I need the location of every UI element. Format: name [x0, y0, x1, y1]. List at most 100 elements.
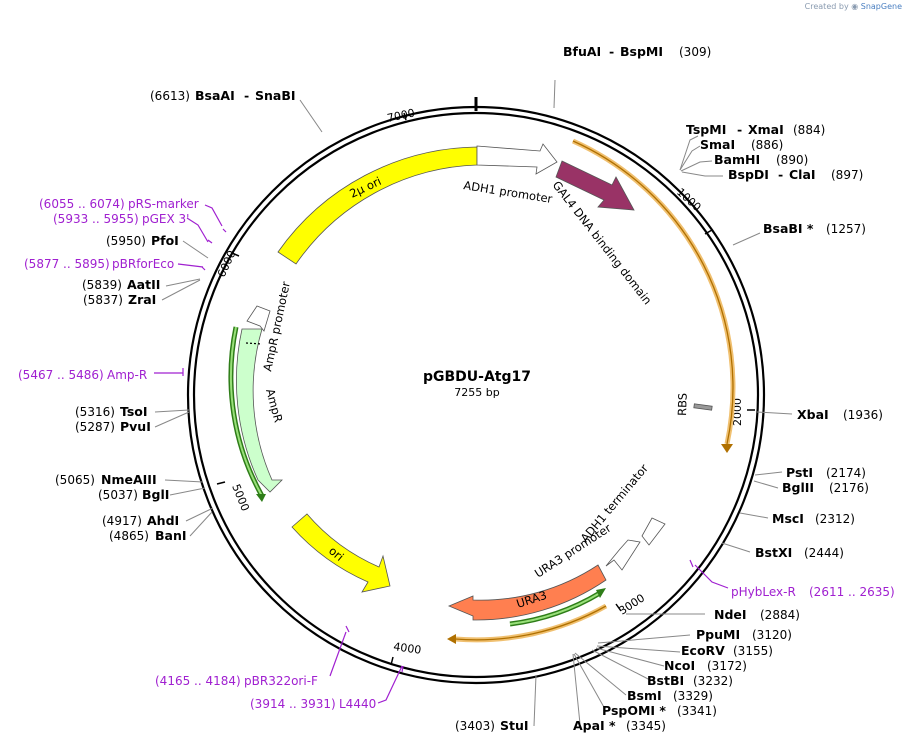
svg-text:PpuMI: PpuMI	[696, 627, 740, 642]
site-msci[interactable]: MscI (2312)	[772, 511, 855, 526]
svg-text:(5950): (5950)	[106, 234, 146, 248]
feature-label: AmpR	[263, 387, 285, 424]
site-ecorv[interactable]: EcoRV (3155)	[681, 643, 773, 658]
svg-text:NdeI: NdeI	[714, 607, 747, 622]
svg-text:(5037): (5037)	[98, 488, 138, 502]
svg-text:BstXI: BstXI	[755, 545, 792, 560]
site-bani[interactable]: (4865) BanI	[109, 528, 187, 543]
svg-text:pBR322ori-F: pBR322ori-F	[244, 674, 318, 688]
svg-text:pBRforEco: pBRforEco	[112, 257, 174, 271]
site-bsabi[interactable]: BsaBI * (1257)	[763, 221, 866, 236]
svg-text:(3403): (3403)	[455, 719, 495, 733]
site-ncoi[interactable]: NcoI (3172)	[664, 658, 747, 673]
svg-text:(3232): (3232)	[693, 674, 733, 688]
svg-text:BsaAI: BsaAI	[195, 88, 235, 103]
svg-text:(6055 .. 6074): (6055 .. 6074)	[39, 197, 125, 211]
site-ahdi[interactable]: (4917) AhdI	[102, 513, 179, 528]
tick-marks	[216, 112, 755, 666]
site-bamhi[interactable]: BamHI (890)	[714, 152, 808, 167]
svg-text:(5877 .. 5895): (5877 .. 5895)	[24, 257, 110, 271]
svg-text:MscI: MscI	[772, 511, 804, 526]
svg-text:(4165 .. 4184): (4165 .. 4184)	[155, 674, 241, 688]
watermark-created-by: Created by	[804, 2, 849, 11]
svg-text:(5316): (5316)	[75, 405, 115, 419]
svg-text:BanI: BanI	[155, 528, 187, 543]
site-ppumi[interactable]: PpuMI (3120)	[696, 627, 792, 642]
primer-amp-r[interactable]: (5467 .. 5486) Amp-R	[18, 368, 147, 382]
svg-text:(5287): (5287)	[75, 420, 115, 434]
svg-text:(4865): (4865)	[109, 529, 149, 543]
svg-text:(1936): (1936)	[843, 408, 883, 422]
site-bfuai[interactable]: BfuAI - BspMI (309)	[563, 44, 711, 59]
site-nmeaiii[interactable]: (5065) NmeAIII	[55, 472, 157, 487]
svg-text:PstI: PstI	[786, 465, 813, 480]
primer-pgex-3[interactable]: (5933 .. 5955) pGEX 3'	[53, 212, 189, 226]
svg-text:BamHI: BamHI	[714, 152, 760, 167]
site-pspomi[interactable]: PspOMI * (3341)	[602, 703, 717, 718]
svg-text:(897): (897)	[831, 168, 863, 182]
site-bsaai[interactable]: (6613) BsaAI - SnaBI	[150, 88, 296, 103]
site-bglii[interactable]: BglII (2176)	[782, 480, 869, 495]
site-bsmi[interactable]: BsmI (3329)	[627, 688, 713, 703]
feature-ori[interactable]: ori	[291, 513, 391, 593]
site-bstxi[interactable]: BstXI (2444)	[755, 545, 844, 560]
feature-rbs[interactable]: RBS	[675, 393, 713, 416]
svg-text:(309): (309)	[679, 45, 711, 59]
site-stui[interactable]: (3403) StuI	[455, 718, 529, 733]
svg-text:ApaI *: ApaI *	[573, 718, 616, 733]
primer-phyblex-r[interactable]: pHybLex-R (2611 .. 2635)	[731, 585, 895, 599]
site-bstbi[interactable]: BstBI (3232)	[647, 673, 733, 688]
ampr-green-arrow	[228, 326, 266, 502]
svg-text:SnaBI: SnaBI	[255, 88, 296, 103]
svg-text:StuI: StuI	[500, 718, 529, 733]
plasmid-name: pGBDU-Atg17	[423, 369, 531, 385]
site-bgli[interactable]: (5037) BglI	[98, 487, 169, 502]
site-zrai[interactable]: (5837) ZraI	[83, 292, 156, 307]
site-tsoi[interactable]: (5316) TsoI	[75, 404, 148, 419]
svg-text:TsoI: TsoI	[120, 404, 148, 419]
site-leader-lines	[154, 79, 793, 727]
svg-text:pRS-marker: pRS-marker	[128, 197, 199, 211]
svg-text:(5839): (5839)	[82, 278, 122, 292]
tick-label: 4000	[393, 640, 423, 657]
site-psti[interactable]: PstI (2174)	[786, 465, 866, 480]
primer-pbr322ori-f[interactable]: (4165 .. 4184) pBR322ori-F	[155, 674, 318, 688]
svg-text:EcoRV: EcoRV	[681, 643, 725, 658]
site-ndei[interactable]: NdeI (2884)	[714, 607, 800, 622]
svg-text:(3172): (3172)	[707, 659, 747, 673]
svg-text:(3120): (3120)	[752, 628, 792, 642]
primer-prs-marker[interactable]: (6055 .. 6074) pRS-marker	[39, 197, 199, 211]
svg-text:(5065): (5065)	[55, 473, 95, 487]
snapgene-logo-icon: ◉	[851, 2, 859, 11]
site-smai[interactable]: SmaI (886)	[700, 137, 783, 152]
feature-label: ADH1 promoter	[463, 178, 554, 206]
feature-label: RBS	[675, 393, 690, 416]
primer-l4440[interactable]: (3914 .. 3931) L4440	[250, 697, 376, 711]
feature-adh1-promoter[interactable]: ADH1 promoter	[463, 143, 558, 206]
svg-text:-: -	[609, 44, 614, 59]
tick-label: 5000	[229, 482, 252, 513]
site-aatii[interactable]: (5839) AatII	[82, 277, 160, 292]
primer-pbrforeco[interactable]: (5877 .. 5895) pBRforEco	[24, 257, 174, 271]
feature-ampr[interactable]: AmpR	[236, 328, 286, 493]
svg-text:(2176): (2176)	[829, 481, 869, 495]
svg-text:PspOMI *: PspOMI *	[602, 703, 666, 718]
feature-ura3[interactable]: URA3	[447, 564, 607, 621]
svg-text:(3329): (3329)	[673, 689, 713, 703]
svg-text:PfoI: PfoI	[151, 233, 179, 248]
svg-text:(2444): (2444)	[804, 546, 844, 560]
site-pfoi[interactable]: (5950) PfoI	[106, 233, 179, 248]
watermark-brand: SnapGene	[860, 2, 902, 11]
site-bspdi[interactable]: BspDI - ClaI (897)	[728, 167, 863, 182]
site-apai[interactable]: ApaI * (3345)	[573, 718, 666, 733]
svg-text:(4917): (4917)	[102, 514, 142, 528]
site-tspmi[interactable]: TspMI - XmaI (884)	[686, 122, 825, 137]
site-pvui[interactable]: (5287) PvuI	[75, 419, 151, 434]
feature-2u-ori[interactable]: 2µ ori	[277, 146, 478, 265]
svg-text:(6613): (6613)	[150, 89, 190, 103]
svg-text:XmaI: XmaI	[748, 122, 784, 137]
svg-text:(3341): (3341)	[677, 704, 717, 718]
site-xbai[interactable]: XbaI (1936)	[797, 407, 883, 422]
svg-text:(5837): (5837)	[83, 293, 123, 307]
